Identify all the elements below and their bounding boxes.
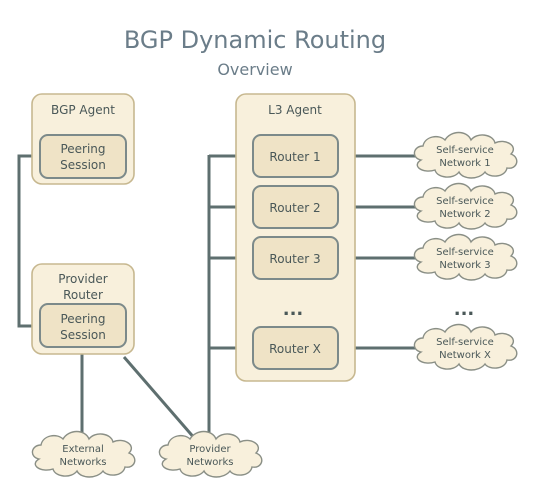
bgp-peering-session-label-line1: Peering bbox=[60, 142, 105, 156]
router-ellipsis: ... bbox=[283, 299, 304, 320]
provider-router-label-line2: Router bbox=[63, 288, 103, 302]
provider-peering-session-label-line1: Peering bbox=[60, 312, 105, 326]
router-2-box bbox=[252, 185, 339, 229]
l3-agent: L3 Agent Router 1 Router 2 Router 3 ... … bbox=[235, 93, 356, 382]
network-x-label-line1: Self-service bbox=[436, 337, 494, 348]
provider-networks-label-line2: Networks bbox=[187, 457, 234, 468]
provider-peering-session-label-line2: Session bbox=[60, 328, 106, 342]
router-1-label: Router 1 bbox=[269, 150, 320, 164]
router-1-box bbox=[252, 134, 339, 178]
router-3-box bbox=[252, 236, 339, 280]
self-service-network-2: Self-service Network 2 bbox=[413, 182, 518, 230]
provider-router-label-line1: Provider bbox=[58, 272, 107, 286]
diagram-title: BGP Dynamic Routing bbox=[124, 26, 386, 54]
external-networks-label-line2: Networks bbox=[60, 457, 107, 468]
bgp-agent-label: BGP Agent bbox=[51, 103, 115, 117]
self-service-network-x: Self-service Network X bbox=[413, 323, 518, 371]
self-service-network-1: Self-service Network 1 bbox=[413, 131, 518, 179]
external-networks: External Networks bbox=[31, 430, 136, 478]
network-3-label-line2: Network 3 bbox=[439, 260, 490, 271]
router-x-box bbox=[252, 326, 339, 370]
router-x-label: Router X bbox=[269, 342, 321, 356]
network-2-label-line1: Self-service bbox=[436, 196, 494, 207]
self-service-network-3: Self-service Network 3 bbox=[413, 233, 518, 281]
link-router-to-provider-networks bbox=[122, 356, 198, 441]
diagram-subtitle: Overview bbox=[217, 60, 292, 79]
network-3-label-line1: Self-service bbox=[436, 247, 494, 258]
provider-peering-session-box bbox=[39, 303, 127, 348]
provider-router: Provider Router Peering Session bbox=[31, 263, 135, 355]
network-x-label-line2: Network X bbox=[439, 350, 491, 361]
network-2-label-line2: Network 2 bbox=[439, 209, 490, 220]
link-bgp-to-provider-session bbox=[17, 154, 40, 328]
network-1-label-line2: Network 1 bbox=[439, 158, 490, 169]
bgp-agent: BGP Agent Peering Session bbox=[31, 93, 135, 185]
network-ellipsis: ... bbox=[454, 299, 475, 320]
provider-networks: Provider Networks bbox=[158, 430, 263, 478]
external-networks-label-line1: External bbox=[62, 444, 104, 455]
router-3-label: Router 3 bbox=[269, 252, 320, 266]
bgp-peering-session-box bbox=[39, 134, 127, 179]
provider-networks-label-line1: Provider bbox=[189, 444, 231, 455]
router-2-label: Router 2 bbox=[269, 201, 320, 215]
bgp-peering-session-label-line2: Session bbox=[60, 158, 106, 172]
l3-agent-label: L3 Agent bbox=[268, 103, 322, 117]
network-1-label-line1: Self-service bbox=[436, 145, 494, 156]
